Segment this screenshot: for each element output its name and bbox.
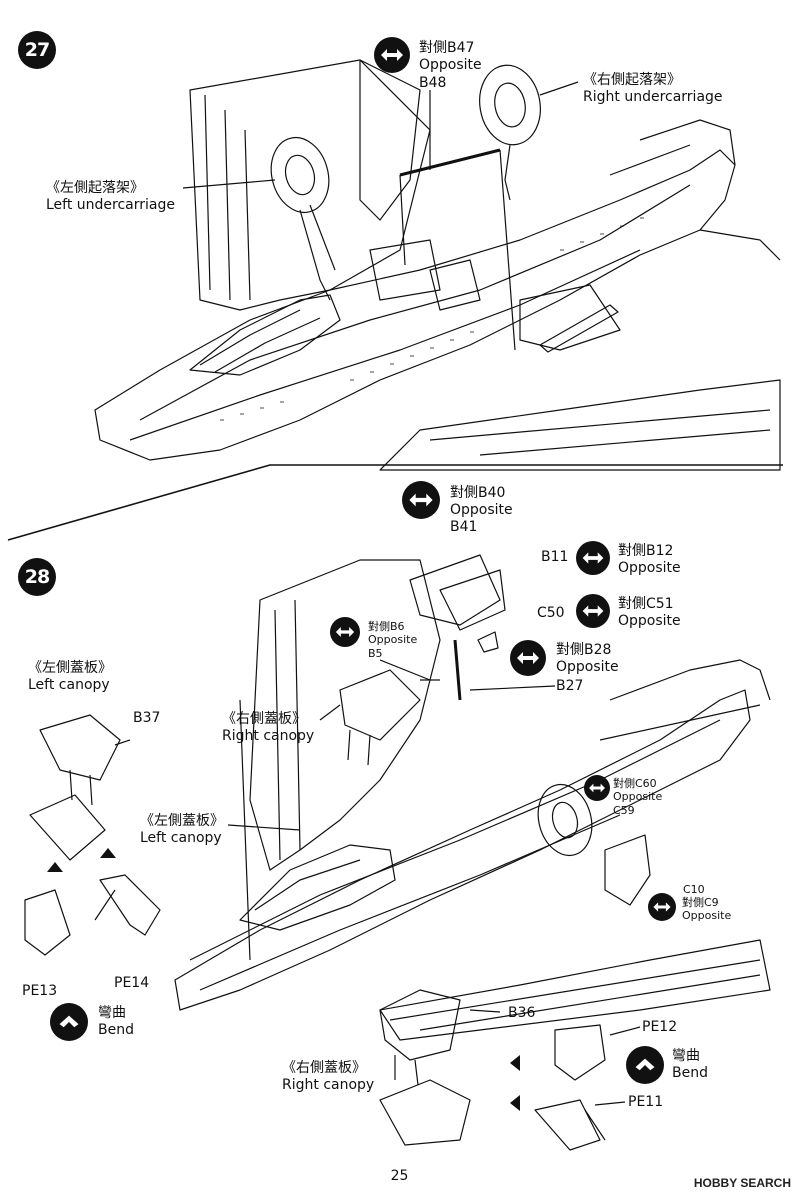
opposite-arrow-icon: [648, 893, 676, 921]
label-bend-left: 彎曲 Bend: [98, 1005, 134, 1038]
label-opposite-b47: 對側B47 Opposite: [419, 40, 482, 73]
watermark: HOBBY SEARCH: [693, 1176, 791, 1190]
label-b41: B41: [450, 519, 478, 535]
label-pe14: PE14: [114, 975, 150, 991]
label-b36: B36: [508, 1005, 536, 1021]
label-c10: C10: [683, 883, 705, 896]
step-27-badge: 27: [18, 31, 56, 69]
label-c50: C50: [537, 605, 565, 621]
bend-icon: [50, 1003, 88, 1041]
label-b5: B5: [368, 647, 383, 660]
label-opposite-c60: 對側C60 Opposite: [613, 777, 663, 803]
opposite-arrow-icon: [330, 617, 360, 647]
bend-icon: [626, 1046, 664, 1084]
opposite-arrow-icon: [576, 541, 610, 575]
label-opposite-b12: 對側B12 Opposite: [618, 543, 681, 576]
opposite-arrow-icon: [576, 594, 610, 628]
opposite-arrow-icon: [402, 481, 440, 519]
label-b48: B48: [419, 75, 447, 91]
label-b27: B27: [556, 678, 584, 694]
label-pe11: PE11: [628, 1094, 664, 1110]
label-pe12: PE12: [642, 1019, 678, 1035]
step-28-badge: 28: [18, 558, 56, 596]
label-b37: B37: [133, 710, 161, 726]
opposite-arrow-icon: [510, 640, 546, 676]
label-opposite-b40: 對側B40 Opposite: [450, 485, 513, 518]
label-opposite-c51: 對側C51 Opposite: [618, 596, 681, 629]
label-left-canopy-mid: 《左側蓋板》 Left canopy: [140, 813, 224, 846]
label-left-undercarriage: 《左側起落架》 Left undercarriage: [46, 180, 175, 213]
label-right-undercarriage: 《右側起落架》 Right undercarriage: [583, 72, 723, 105]
label-left-canopy-top: 《左側蓋板》 Left canopy: [28, 660, 112, 693]
label-b11: B11: [541, 549, 569, 565]
label-right-canopy-bottom: 《右側蓋板》 Right canopy: [282, 1060, 375, 1093]
label-opposite-b28: 對側B28 Opposite: [556, 642, 619, 675]
opposite-arrow-icon: [374, 37, 410, 73]
label-c59: C59: [613, 804, 635, 817]
page-number: 25: [390, 1168, 409, 1184]
label-right-canopy-top: 《右側蓋板》 Right canopy: [222, 711, 315, 744]
label-pe13: PE13: [22, 983, 58, 999]
opposite-arrow-icon: [584, 775, 610, 801]
label-opposite-c9: 對側C9 Opposite: [682, 896, 732, 922]
label-bend-right: 彎曲 Bend: [672, 1048, 708, 1081]
label-opposite-b6: 對側B6 Opposite: [368, 620, 418, 646]
